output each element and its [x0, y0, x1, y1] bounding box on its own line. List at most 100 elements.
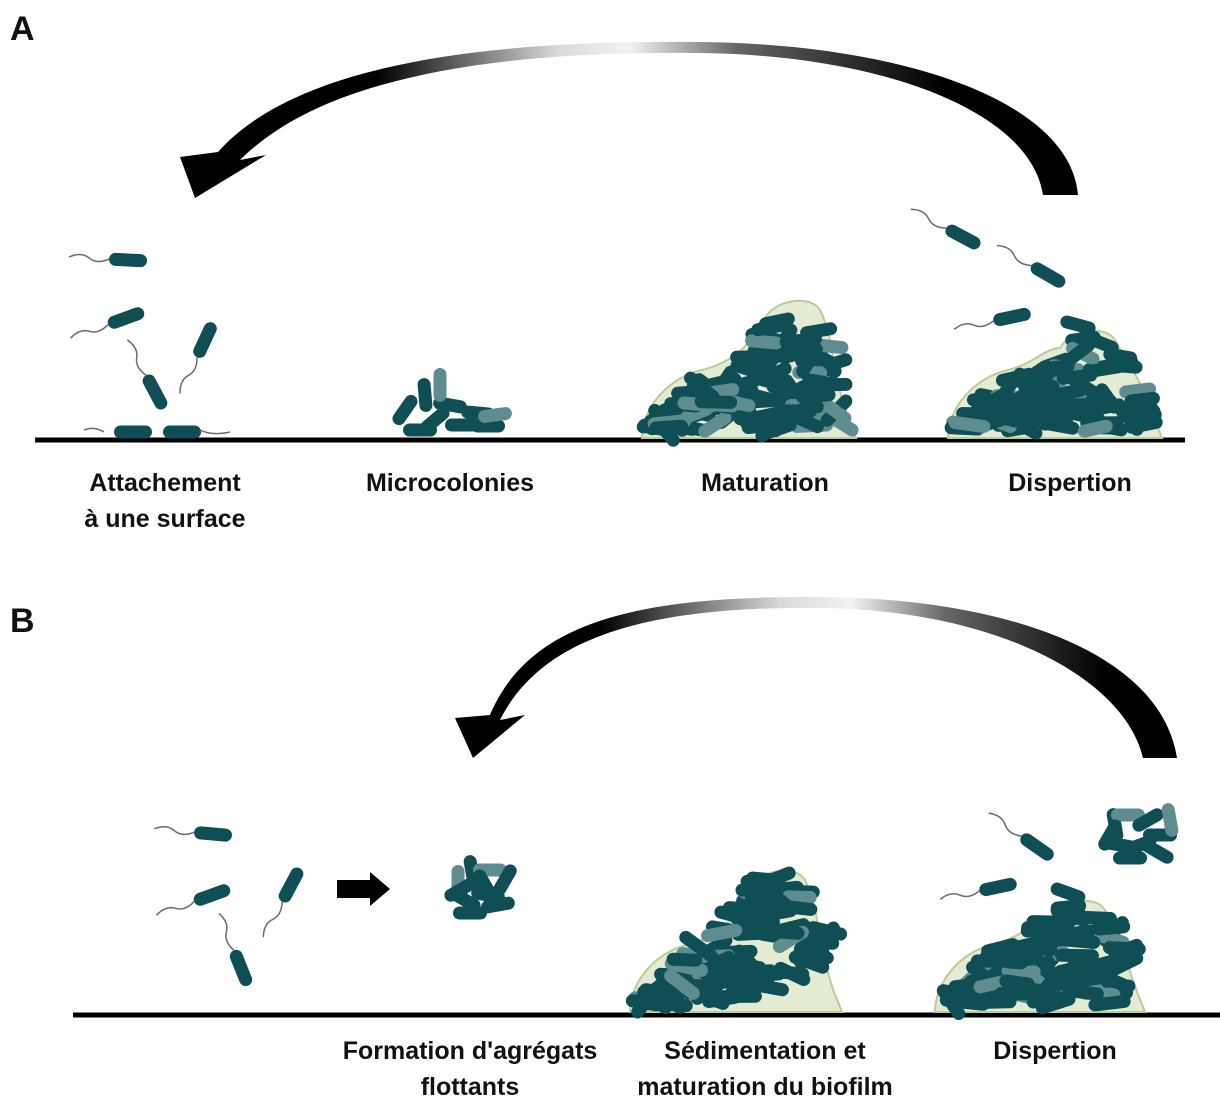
bacterium-icon — [481, 896, 515, 914]
bacterium-icon — [770, 381, 809, 405]
bacterium-icon — [1057, 933, 1101, 949]
bacterium-icon — [733, 410, 770, 426]
bacterium-icon — [748, 978, 789, 997]
sedimented-biofilm — [625, 866, 848, 1019]
bacterium-icon — [1098, 819, 1122, 851]
flagellum — [153, 826, 195, 836]
bacterium-icon — [1080, 394, 1117, 411]
bacterium-icon — [802, 373, 844, 392]
stage-label-line: maturation du biofilm — [637, 1073, 893, 1101]
stage-label-line: Formation d'agrégats — [342, 1037, 598, 1065]
bacterium-icon — [816, 395, 852, 425]
bacterium-icon — [1068, 374, 1108, 404]
bacterium-icon — [1050, 882, 1086, 904]
dispersing-biofilm — [933, 803, 1179, 1021]
stage-label-line: à une surface — [84, 505, 246, 533]
bacterium-icon — [417, 378, 433, 412]
bacterium-icon — [1077, 419, 1113, 438]
bacterium-icon — [107, 307, 145, 329]
bacterium-icon — [392, 394, 418, 426]
flagellum — [953, 320, 994, 330]
flagellum — [179, 357, 198, 394]
bacterium-icon — [1051, 398, 1090, 417]
bacterium-icon — [1060, 315, 1096, 335]
bacterium-icon — [1100, 950, 1143, 972]
bacterium-icon — [163, 425, 201, 439]
stage-label-line: flottants — [420, 1073, 520, 1101]
flagellum — [939, 890, 980, 900]
bacterium-icon — [1132, 808, 1164, 832]
bacterium-icon — [1124, 391, 1160, 408]
flagellum — [218, 912, 235, 951]
bacterium-icon — [761, 418, 797, 440]
bacterium-icon — [730, 359, 765, 380]
bacterium-icon — [718, 989, 762, 1004]
bacterium-icon — [1096, 969, 1132, 993]
bacterium-icon — [473, 869, 497, 901]
bacterium-icon — [1102, 941, 1146, 956]
bacterium-icon — [793, 951, 834, 969]
bacterium-icon — [993, 307, 1031, 327]
stage-label-attachement: Attachement à une surface — [60, 465, 270, 537]
bacterium-icon — [768, 925, 805, 940]
right-arrow-icon — [337, 872, 390, 906]
flagellum — [910, 208, 947, 229]
panel-b — [73, 596, 1220, 1021]
bacterium-icon — [193, 884, 231, 906]
bacterium-icon — [1020, 833, 1054, 861]
stage-label-line: Sédimentation et — [664, 1037, 866, 1065]
bacterium-icon — [1016, 940, 1058, 957]
bacterium-icon — [698, 411, 732, 438]
bacterium-icon — [471, 419, 505, 433]
bacterium-icon — [109, 252, 147, 268]
bacterium-icon — [666, 952, 703, 967]
flagellum — [996, 244, 1032, 267]
mature-biofilm — [636, 299, 859, 447]
flagellum — [262, 901, 283, 938]
bacterium-icon — [664, 969, 700, 1000]
bacterium-icon — [745, 334, 783, 350]
bacterium-icon — [726, 956, 767, 975]
stage-label-sedimentation: Sédimentation et maturation du biofilm — [610, 1033, 920, 1105]
bacterium-icon — [278, 867, 304, 903]
bacterium-icon — [445, 418, 479, 432]
bacterium-icon — [142, 374, 168, 410]
stage-label-line: Dispertion — [993, 1037, 1117, 1065]
bacterium-icon — [1080, 331, 1119, 354]
bacterium-icon — [679, 930, 718, 962]
bacterium-icon — [1113, 851, 1147, 865]
planktonic-bacteria — [153, 826, 304, 987]
bacterium-icon — [809, 921, 840, 952]
bacterium-icon — [1111, 808, 1145, 822]
flagellum — [156, 900, 195, 916]
stage-label-line: Attachement — [89, 469, 241, 497]
bacterium-icon — [1084, 360, 1126, 378]
bacterium-icon — [193, 322, 217, 358]
bacterium-icon — [763, 866, 796, 888]
bacterium-icon — [989, 953, 1028, 970]
panel-letter-a: A — [10, 10, 35, 48]
bacterium-icon — [1060, 338, 1095, 369]
bacterium-icon — [779, 332, 822, 349]
panel-letter-b: B — [10, 602, 35, 640]
bacterium-icon — [979, 877, 1017, 897]
bacterium-icon — [1161, 803, 1179, 837]
bacterium-icon — [444, 878, 476, 902]
bacterium-icon — [1030, 262, 1066, 288]
bacterium-icon — [1125, 415, 1163, 434]
bacterium-icon — [742, 897, 782, 912]
dispersing-biofilm — [910, 208, 1164, 440]
cycle-arrow-icon — [180, 41, 1078, 198]
attachment-bacteria — [68, 252, 231, 439]
bacterium-icon — [796, 342, 823, 378]
bacterium-icon — [433, 368, 447, 402]
bacterium-icon — [478, 407, 512, 423]
bacterium-icon — [1123, 834, 1157, 856]
bacterium-icon — [1038, 414, 1073, 431]
bacterium-icon — [1142, 840, 1174, 864]
bacterium-icon — [1047, 384, 1087, 402]
stage-label-line: Maturation — [701, 469, 829, 497]
stage-label-line: Microcolonies — [365, 469, 535, 497]
bacterium-icon — [1014, 395, 1054, 412]
microcolony-cluster — [392, 368, 512, 437]
